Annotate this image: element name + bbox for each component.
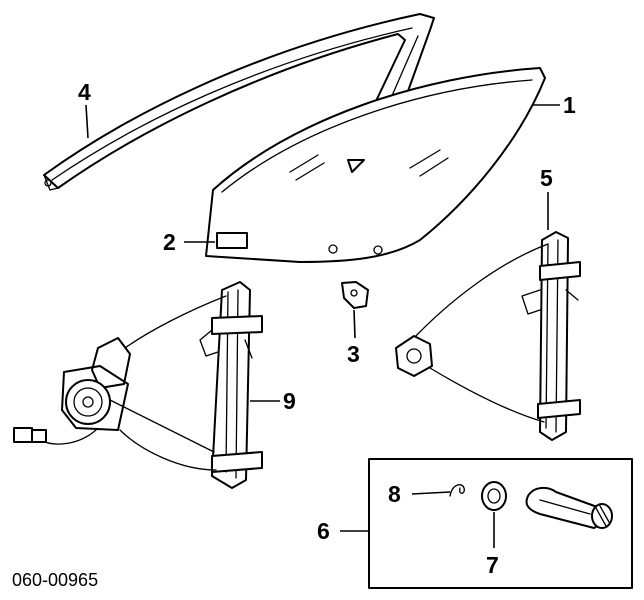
crank-handle xyxy=(525,486,613,529)
callout-5: 5 xyxy=(540,165,553,191)
callout-3: 3 xyxy=(347,341,360,367)
callout-9: 9 xyxy=(283,388,296,414)
part-3-clip xyxy=(341,281,369,309)
part-2-glass-spacer xyxy=(216,232,248,249)
callout-labels: 4 1 5 2 3 9 8 6 7 xyxy=(78,79,576,578)
part-1-door-glass xyxy=(205,67,546,263)
callout-6: 6 xyxy=(317,518,330,544)
callout-8: 8 xyxy=(388,481,401,507)
callout-7: 7 xyxy=(486,552,499,578)
reference-number: 060-00965 xyxy=(12,570,98,590)
callout-1: 1 xyxy=(563,92,576,118)
part-9-power-regulator xyxy=(13,281,263,489)
callout-2: 2 xyxy=(163,229,176,255)
part-7-washer xyxy=(481,481,507,511)
callout-4: 4 xyxy=(78,79,91,105)
leader-lines xyxy=(85,104,560,548)
part-6-handle-kit-box xyxy=(368,458,633,589)
part-8-clip xyxy=(449,484,465,497)
part-5-manual-regulator xyxy=(395,231,581,441)
